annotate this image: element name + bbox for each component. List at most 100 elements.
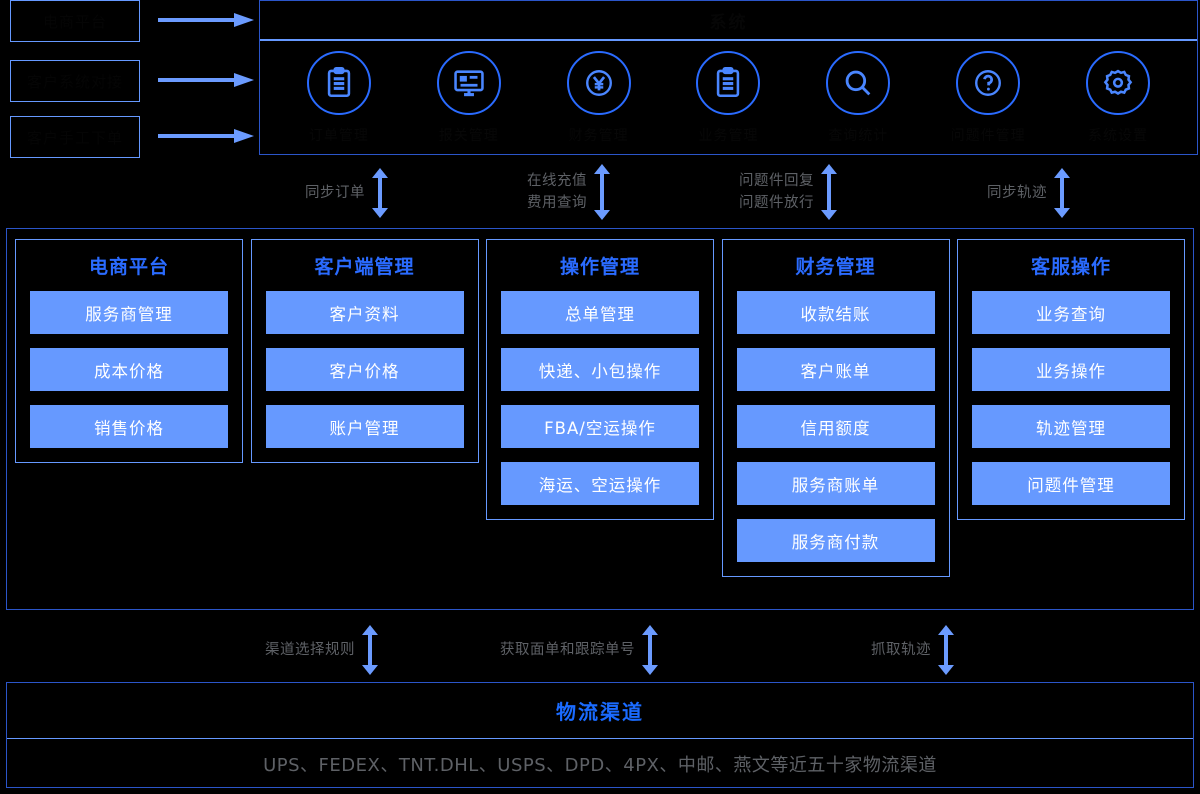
arrow-head-down xyxy=(642,665,658,675)
connector-captions: 同步订单 xyxy=(305,182,365,204)
module-columns: 电商平台 服务商管理 成本价格 销售价格 客户端管理 客户资料 客户价格 账户管… xyxy=(7,229,1193,609)
arrow-head-up xyxy=(594,164,610,174)
double-arrow-icon xyxy=(821,164,837,220)
arrow-head-up xyxy=(372,168,388,178)
system-module-order[interactable]: 订单管理 xyxy=(280,51,398,145)
connector-captions: 抓取轨迹 xyxy=(871,639,931,661)
module-item[interactable]: 服务商账单 xyxy=(736,462,935,505)
module-item[interactable]: 业务操作 xyxy=(972,348,1170,391)
module-item[interactable]: FBA/空运操作 xyxy=(501,405,699,448)
system-module-label: 业务管理 xyxy=(698,128,759,144)
double-arrow-icon xyxy=(642,625,658,675)
module-item[interactable]: 成本价格 xyxy=(30,348,228,391)
arrow-shaft xyxy=(648,634,652,666)
source-box-label: 客户手工下单 xyxy=(26,128,123,147)
source-box-ecommerce[interactable]: 电商平台 xyxy=(10,0,140,42)
system-module-declaration[interactable]: 报关管理 xyxy=(410,51,528,145)
arrow-shaft xyxy=(158,18,236,22)
module-item[interactable]: 轨迹管理 xyxy=(972,405,1170,448)
question-mark-icon xyxy=(956,51,1021,115)
source-box-label: 客户系统对接 xyxy=(26,72,123,91)
connector-caption: 渠道选择规则 xyxy=(265,642,355,658)
module-column-title: 财务管理 xyxy=(795,256,876,278)
connector-captions: 同步轨迹 xyxy=(987,182,1047,204)
module-item[interactable]: 销售价格 xyxy=(30,405,228,448)
connector-captions: 渠道选择规则 xyxy=(265,639,355,661)
system-module-label: 财务管理 xyxy=(568,128,629,144)
connector-caption: 同步轨迹 xyxy=(987,185,1047,201)
system-module-label: 查询统计 xyxy=(828,128,889,144)
module-column-title: 电商平台 xyxy=(88,256,169,278)
search-magnifier-icon xyxy=(826,51,891,115)
right-arrow-icon xyxy=(158,13,254,27)
logistics-channel-panel: 物流渠道 UPS、FEDEX、TNT.DHL、USPS、DPD、4PX、中邮、燕… xyxy=(6,682,1194,788)
arrow-head-down xyxy=(362,665,378,675)
connector-fetch-tracking: 抓取轨迹 xyxy=(871,625,954,675)
arrow-head-down xyxy=(372,208,388,218)
arrow-shaft xyxy=(944,634,948,666)
module-item[interactable]: 客户价格 xyxy=(265,348,464,391)
module-item[interactable]: 信用额度 xyxy=(736,405,935,448)
module-item[interactable]: 收款结账 xyxy=(736,291,935,334)
clipboard-document-icon xyxy=(306,51,371,115)
system-module-business[interactable]: 业务管理 xyxy=(669,51,787,145)
system-module-finance[interactable]: 财务管理 xyxy=(540,51,658,145)
module-item[interactable]: 业务查询 xyxy=(972,291,1170,334)
connector-caption: 在线充值 xyxy=(527,173,587,189)
module-item[interactable]: 问题件管理 xyxy=(972,462,1170,505)
module-column-title: 客服操作 xyxy=(1030,256,1111,278)
connector-label-tracking-number: 获取面单和跟踪单号 xyxy=(500,625,658,675)
double-arrow-icon xyxy=(362,625,378,675)
connector-caption: 费用查询 xyxy=(527,195,587,211)
system-module-label: 订单管理 xyxy=(308,128,369,144)
yen-coin-icon xyxy=(566,51,631,115)
system-module-problem[interactable]: 问题件管理 xyxy=(929,51,1047,145)
connector-captions: 在线充值 费用查询 xyxy=(527,170,587,214)
arrow-head-up xyxy=(642,625,658,635)
module-column-finance: 财务管理 收款结账 客户账单 信用额度 服务商账单 服务商付款 xyxy=(721,239,950,577)
source-box-manual-order[interactable]: 客户手工下单 xyxy=(10,116,140,158)
arrow-head-down xyxy=(938,665,954,675)
connector-recharge-fee: 在线充值 费用查询 xyxy=(527,164,610,220)
connector-captions: 获取面单和跟踪单号 xyxy=(500,639,635,661)
module-item[interactable]: 客户账单 xyxy=(736,348,935,391)
connector-caption: 问题件放行 xyxy=(739,195,814,211)
connector-caption: 获取面单和跟踪单号 xyxy=(500,642,635,658)
double-arrow-icon xyxy=(938,625,954,675)
arrow-head xyxy=(234,13,254,27)
connector-sync-orders: 同步订单 xyxy=(305,168,388,218)
module-item[interactable]: 快递、小包操作 xyxy=(501,348,699,391)
system-module-settings[interactable]: 系统设置 xyxy=(1059,51,1177,145)
arrow-shaft xyxy=(827,173,831,211)
logistics-channel-names: UPS、FEDEX、TNT.DHL、USPS、DPD、4PX、中邮、燕文等近五十… xyxy=(263,754,937,776)
module-column-customer-service: 客服操作 业务查询 业务操作 轨迹管理 问题件管理 xyxy=(957,239,1185,520)
arrow-shaft xyxy=(1060,177,1064,209)
connector-channel-rules: 渠道选择规则 xyxy=(265,625,378,675)
system-panel-title: 系统 xyxy=(709,12,748,33)
arrow-head-down xyxy=(594,210,610,220)
module-item[interactable]: 总单管理 xyxy=(501,291,699,334)
arrow-head-up xyxy=(821,164,837,174)
arrow-shaft xyxy=(378,177,382,209)
source-box-label: 电商平台 xyxy=(42,12,107,31)
logistics-channel-title: 物流渠道 xyxy=(556,700,644,724)
module-item[interactable]: 服务商管理 xyxy=(30,291,228,334)
connector-problem-parcel: 问题件回复 问题件放行 xyxy=(739,164,837,220)
module-column-operation: 操作管理 总单管理 快递、小包操作 FBA/空运操作 海运、空运操作 xyxy=(486,239,714,520)
source-box-system-integration[interactable]: 客户系统对接 xyxy=(10,60,140,102)
system-module-label: 问题件管理 xyxy=(950,128,1026,144)
double-arrow-icon xyxy=(594,164,610,220)
logistics-channel-list: UPS、FEDEX、TNT.DHL、USPS、DPD、4PX、中邮、燕文等近五十… xyxy=(7,739,1193,788)
system-icon-row: 订单管理 报关管理 xyxy=(260,41,1197,154)
system-module-query[interactable]: 查询统计 xyxy=(799,51,917,145)
module-item[interactable]: 服务商付款 xyxy=(736,519,935,562)
arrow-head-down xyxy=(821,210,837,220)
system-panel-header: 系统 xyxy=(260,1,1197,41)
module-item[interactable]: 海运、空运操作 xyxy=(501,462,699,505)
module-item[interactable]: 账户管理 xyxy=(265,405,464,448)
module-item[interactable]: 客户资料 xyxy=(265,291,464,334)
connector-caption: 问题件回复 xyxy=(739,173,814,189)
system-module-label: 报关管理 xyxy=(438,128,499,144)
arrow-head-up xyxy=(1054,168,1070,178)
double-arrow-icon xyxy=(1054,168,1070,218)
